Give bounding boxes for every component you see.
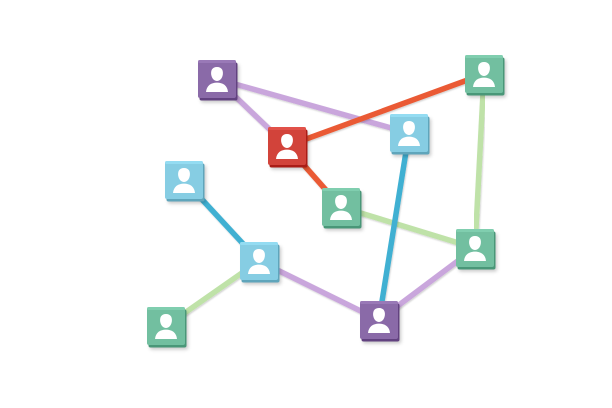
link-teal-middle-to-teal-right	[338, 204, 478, 251]
person-node-teal-bottom-left	[147, 307, 187, 348]
person-icon	[473, 62, 495, 87]
person-icon	[330, 195, 352, 220]
person-node-red-center	[268, 127, 308, 168]
nodes-layer	[147, 55, 505, 348]
person-icon	[173, 168, 195, 193]
person-node-sky-center-right	[390, 114, 430, 155]
person-icon	[248, 249, 270, 274]
person-icon	[155, 314, 177, 339]
person-node-teal-middle	[322, 188, 362, 229]
person-icon	[464, 236, 486, 261]
person-icon	[276, 134, 298, 159]
link-red-center-to-teal-topright	[284, 71, 487, 149]
link-teal-topright-to-teal-right	[472, 71, 487, 251]
person-node-purple-bottom	[360, 301, 400, 342]
person-icon	[206, 67, 228, 92]
person-node-sky-left	[165, 161, 205, 202]
person-node-sky-lower-left	[240, 242, 280, 283]
link-purple-top-to-sky-center-right	[214, 76, 412, 136]
person-node-teal-right	[456, 229, 496, 270]
link-sky-center-right-to-purple-bottom	[376, 130, 412, 323]
person-node-teal-topright	[465, 55, 505, 96]
person-icon	[398, 121, 420, 146]
person-icon	[368, 308, 390, 333]
person-node-purple-top	[198, 60, 238, 101]
